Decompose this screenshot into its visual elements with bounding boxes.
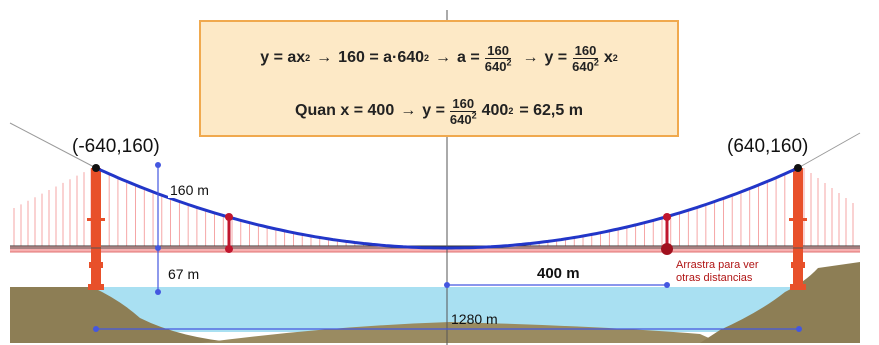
formula-result: = 62,5 m xyxy=(519,102,583,119)
half-distance-label: 400 m xyxy=(537,265,580,282)
river-bed xyxy=(200,322,720,343)
tower-height-label: 160 m xyxy=(168,182,211,198)
point-left-tower-top xyxy=(92,164,100,172)
suspender-hangers xyxy=(13,168,854,248)
drag-hint-line-2: otras distancias xyxy=(676,272,753,284)
marker-left xyxy=(225,213,233,253)
formula-y-eq: y = xyxy=(422,102,445,119)
deck-height-measure xyxy=(155,248,161,295)
fraction-denominator: 6402 xyxy=(449,110,477,127)
formula-mid: 160 = a·640 xyxy=(338,49,425,66)
fraction-denominator: 6402 xyxy=(484,57,512,74)
arrow-icon: → xyxy=(316,49,333,66)
riverbank-right xyxy=(700,262,860,343)
fraction: 160 6402 xyxy=(448,96,479,127)
arrow-icon: → xyxy=(400,102,417,119)
point-right-label: (640,160) xyxy=(727,136,809,157)
backstay-cable-right xyxy=(797,132,861,169)
span-measure xyxy=(93,326,802,332)
arrow-icon: → xyxy=(522,49,539,66)
marker-right-draggable[interactable] xyxy=(661,213,673,255)
point-right-tower-top xyxy=(794,164,802,172)
point-left-label: (-640,160) xyxy=(72,136,160,157)
fraction-denominator: 6402 xyxy=(572,57,599,74)
drag-hint: Arrastra para ver otras distancias xyxy=(676,259,759,285)
tower-left xyxy=(87,168,105,290)
fraction: 160 6402 xyxy=(483,43,514,74)
fraction: 160 6402 xyxy=(570,43,601,74)
drag-hint-line-1: Arrastra para ver xyxy=(676,259,759,271)
fraction-numerator: 160 xyxy=(485,42,511,59)
formula-lhs: y = ax xyxy=(260,49,306,66)
arrow-icon: → xyxy=(435,49,452,66)
fraction-numerator: 160 xyxy=(450,95,477,112)
formula-x: x xyxy=(603,49,613,66)
backstay-cable-left xyxy=(9,122,97,169)
formula-y-eq: y = xyxy=(544,49,568,66)
tower-height-measure xyxy=(155,162,161,251)
main-cable-parabola xyxy=(95,166,799,250)
formula-lead: Quan x = 400 xyxy=(295,102,395,119)
riverbank-left xyxy=(10,287,240,343)
half-distance-measure xyxy=(444,282,670,288)
deck-height-label: 67 m xyxy=(168,266,200,282)
span-label: 1280 m xyxy=(451,311,498,327)
formula-a-eq: a = xyxy=(457,49,480,66)
formula-term: 400 xyxy=(481,102,509,119)
tower-right xyxy=(789,168,807,290)
fraction-numerator: 160 xyxy=(572,42,599,59)
